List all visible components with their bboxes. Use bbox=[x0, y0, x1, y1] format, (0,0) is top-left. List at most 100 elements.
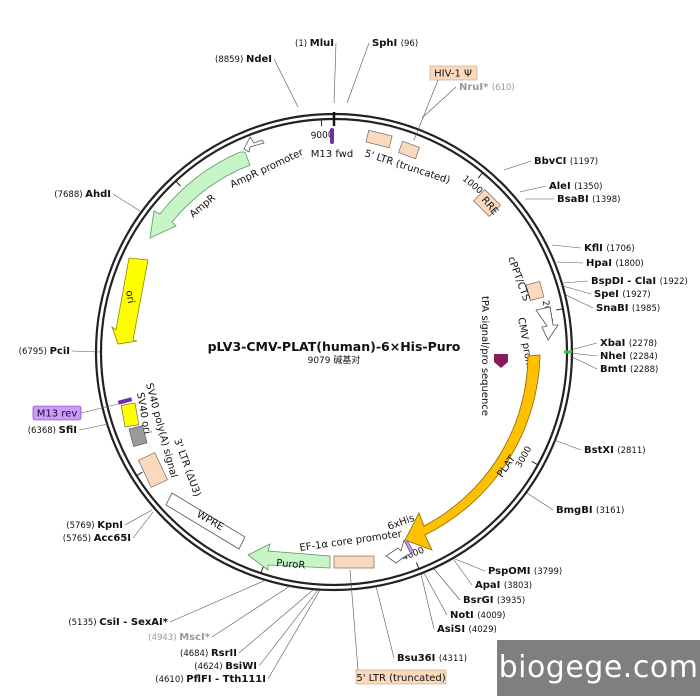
site-name: MluI bbox=[310, 38, 334, 49]
site-label: AleI (1350) bbox=[549, 181, 602, 192]
site-text: BsrGI (3935) bbox=[463, 595, 525, 606]
site-name: ApaI bbox=[475, 580, 504, 591]
site-text: (4610) PflFI - Tth111I bbox=[155, 674, 266, 685]
site-leader bbox=[503, 160, 532, 171]
site-name: AhdI bbox=[85, 189, 111, 200]
site-text: (4624) BsiWI bbox=[194, 661, 257, 672]
m13-rev-marker bbox=[117, 397, 133, 405]
site-text: AleI (1350) bbox=[549, 181, 602, 192]
site-lines bbox=[71, 42, 598, 680]
site-text: PspOMI (3799) bbox=[488, 566, 562, 577]
site-leader bbox=[551, 244, 582, 249]
tick-label: 9000 bbox=[310, 130, 334, 141]
tick-mark bbox=[531, 460, 539, 466]
hiv-psi-label: HIV-1 Ψ bbox=[434, 69, 472, 80]
site-leader bbox=[569, 352, 598, 357]
site-position: (3799) bbox=[534, 567, 562, 577]
site-text: (4943) MscI* bbox=[148, 632, 211, 643]
site-position: (4943) bbox=[148, 633, 179, 643]
site-position: (1398) bbox=[592, 195, 620, 205]
site-position: (1197) bbox=[570, 157, 598, 167]
site-text: BmtI (2288) bbox=[600, 364, 658, 375]
cppt-box bbox=[525, 281, 545, 301]
hiv-psi-leader bbox=[413, 79, 439, 141]
site-text: NheI (2284) bbox=[600, 351, 658, 362]
ltr5-box-2 bbox=[398, 140, 420, 160]
m13-rev-label: M13 rev bbox=[37, 409, 78, 420]
site-leader bbox=[562, 280, 589, 284]
site-text: (5769) KpnI bbox=[66, 520, 123, 531]
site-position: (2278) bbox=[629, 339, 657, 349]
site-leader bbox=[420, 573, 435, 630]
site-leader bbox=[132, 511, 154, 539]
site-leader bbox=[519, 185, 547, 193]
site-leader bbox=[112, 193, 141, 212]
tick-label: 1000 bbox=[460, 174, 484, 196]
site-label: (4684) RsrII bbox=[180, 648, 237, 659]
site-leader bbox=[267, 589, 321, 680]
site-position: (2811) bbox=[617, 446, 645, 456]
site-leader bbox=[454, 558, 486, 572]
plasmid-title: pLV3-CMV-PLAT(human)-6×His-Puro bbox=[208, 339, 461, 354]
m13-fwd-marker bbox=[330, 128, 334, 144]
m13-rev-leader bbox=[80, 403, 119, 414]
site-name: AleI bbox=[549, 181, 574, 192]
site-position: (1800) bbox=[615, 259, 643, 269]
site-leader bbox=[273, 58, 299, 108]
site-leader bbox=[333, 42, 337, 104]
site-text: (5135) CsiI - SexAI* bbox=[68, 617, 168, 628]
site-name-main: CsiI bbox=[99, 617, 119, 628]
site-label: AsiSI (4029) bbox=[437, 624, 497, 635]
site-label: KflI (1706) bbox=[584, 243, 635, 254]
site-position: (1985) bbox=[632, 304, 660, 314]
site-position: (4009) bbox=[477, 611, 505, 621]
site-label: (4610) PflFI - Tth111I bbox=[155, 674, 266, 685]
site-label: (5135) CsiI - SexAI* bbox=[68, 617, 168, 628]
ampr-arrow bbox=[149, 151, 251, 239]
site-leader bbox=[346, 42, 370, 104]
site-position: (1922) bbox=[660, 277, 688, 287]
site-leader bbox=[78, 423, 109, 431]
tick-mark bbox=[555, 308, 564, 311]
site-label: BbvCI (1197) bbox=[534, 156, 598, 167]
site-name: NdeI bbox=[246, 54, 272, 65]
site-text: SnaBI (1985) bbox=[596, 303, 660, 314]
site-position: (1) bbox=[295, 39, 310, 49]
site-text: (7688) AhdI bbox=[54, 189, 111, 200]
site-text: (4684) RsrII bbox=[180, 648, 237, 659]
site-label: (6795) PciI bbox=[19, 346, 70, 357]
tick-mark bbox=[477, 172, 484, 179]
ltr5-box-1 bbox=[365, 129, 393, 149]
site-position: (96) bbox=[401, 39, 418, 49]
site-label: BspDI - ClaI (1922) bbox=[591, 276, 688, 287]
site-label: HpaI (1800) bbox=[586, 258, 644, 269]
wpre-box bbox=[165, 492, 246, 550]
site-name: SfiI bbox=[59, 425, 77, 436]
site-leader bbox=[71, 350, 101, 353]
site-text: (8859) NdeI bbox=[215, 54, 272, 65]
tick-mark bbox=[415, 562, 420, 570]
site-name: XbaI bbox=[600, 338, 629, 349]
ef1a-label: EF-1α core promoter bbox=[299, 529, 403, 554]
site-label: NotI (4009) bbox=[450, 610, 506, 621]
site-text: SpeI (1927) bbox=[594, 289, 651, 300]
site-name: PflFI - Tth111I bbox=[186, 674, 266, 685]
site-position: (5765) bbox=[63, 534, 94, 544]
site-name: MscI* bbox=[179, 632, 211, 643]
site-leader bbox=[375, 585, 395, 659]
site-text: (6795) PciI bbox=[19, 346, 70, 357]
site-position: (4311) bbox=[439, 654, 467, 664]
site-text: ApaI (3803) bbox=[475, 580, 532, 591]
plat-arrow bbox=[404, 354, 541, 551]
site-position: (4684) bbox=[180, 649, 211, 659]
site-name: RsrII bbox=[211, 648, 237, 659]
ori-label: ori bbox=[123, 290, 136, 305]
site-name: NruI* bbox=[459, 82, 492, 93]
site-text: Bsu36I (4311) bbox=[397, 653, 467, 664]
site-position: (5135) bbox=[68, 618, 99, 628]
site-leader bbox=[169, 579, 267, 623]
site-name: NotI bbox=[450, 610, 477, 621]
site-name: HpaI bbox=[586, 258, 615, 269]
site-position: (1350) bbox=[574, 182, 602, 192]
site-label: (4943) MscI* bbox=[148, 632, 211, 643]
